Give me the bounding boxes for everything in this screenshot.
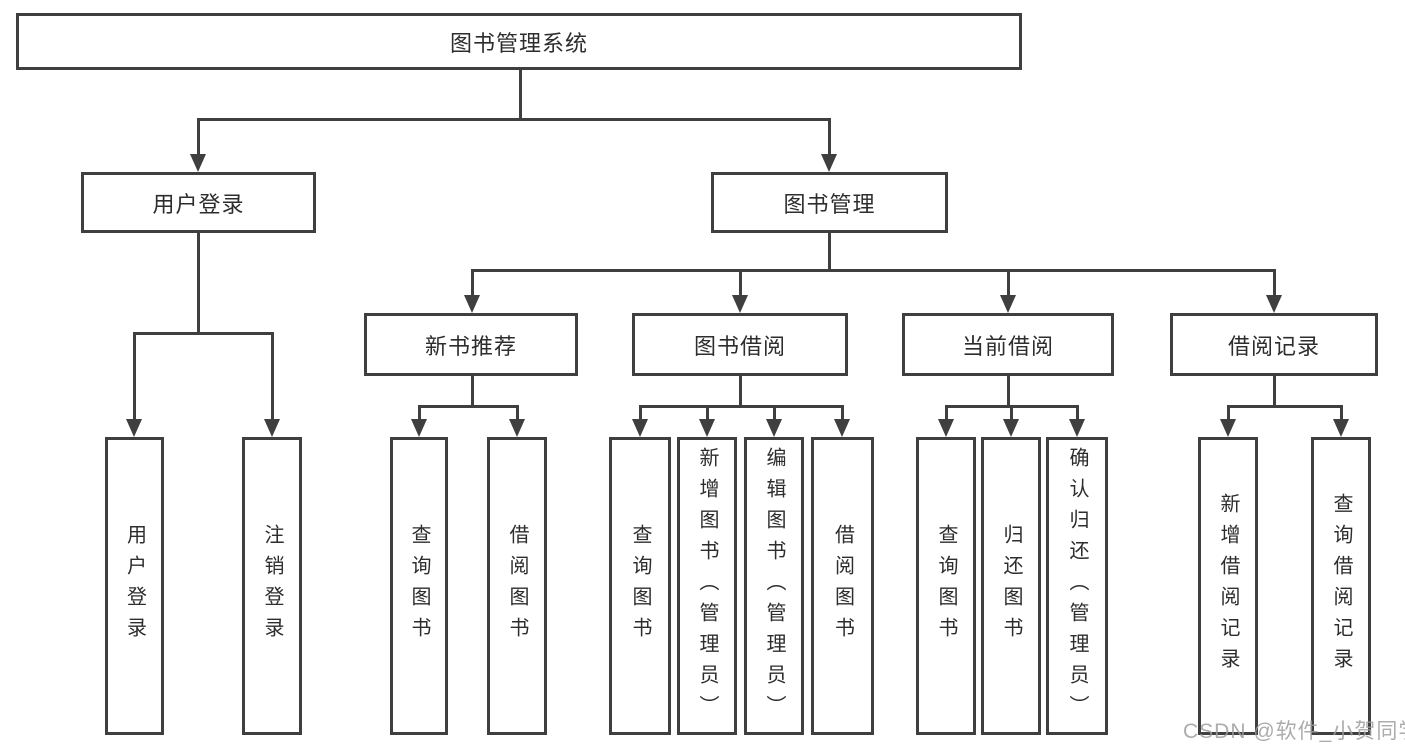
connector-line <box>197 118 200 156</box>
connector-line <box>418 405 421 420</box>
connector-line <box>828 118 831 156</box>
connector-line <box>1010 405 1013 420</box>
connector-line <box>1076 405 1079 420</box>
node-new-book-recommendation-label: 新书推荐 <box>424 333 517 359</box>
leaf-edit-book-admin-label: 编辑图书（管理员） <box>763 446 785 726</box>
leaf-logout: 注销登录 <box>242 437 302 735</box>
node-borrowing-records-label: 借阅记录 <box>1227 333 1320 359</box>
connector-line <box>1273 376 1276 407</box>
connector-line <box>519 70 522 120</box>
node-current-borrowing: 当前借阅 <box>902 313 1114 376</box>
leaf-query-borrow-record-label: 查询借阅记录 <box>1330 493 1352 679</box>
leaf-return-books-label: 归还图书 <box>1000 524 1022 648</box>
leaf-borrow-books-borrowing: 借阅图书 <box>811 437 874 735</box>
connector-line <box>639 405 844 408</box>
arrowhead-down-icon <box>1003 419 1019 437</box>
connector-line <box>841 405 844 420</box>
leaf-logout-label: 注销登录 <box>261 524 283 648</box>
connector-line <box>739 269 742 297</box>
leaf-query-borrow-record: 查询借阅记录 <box>1311 437 1371 735</box>
connector-line <box>945 405 948 420</box>
connector-line <box>1007 269 1010 297</box>
connector-line <box>516 405 519 420</box>
arrowhead-down-icon <box>1069 419 1085 437</box>
node-current-borrowing-label: 当前借阅 <box>961 333 1054 359</box>
leaf-query-books-current: 查询图书 <box>916 437 976 735</box>
arrowhead-down-icon <box>1000 295 1016 313</box>
leaf-add-book-admin-label: 新增图书（管理员） <box>696 446 718 726</box>
connector-line <box>1340 405 1343 420</box>
connector-line <box>418 405 519 408</box>
leaf-add-book-admin: 新增图书（管理员） <box>677 437 737 735</box>
node-book-management: 图书管理 <box>711 172 948 233</box>
node-root-label: 图书管理系统 <box>449 30 588 56</box>
leaf-return-books: 归还图书 <box>981 437 1041 735</box>
connector-line <box>133 332 136 420</box>
node-user-login: 用户登录 <box>81 172 316 233</box>
arrowhead-down-icon <box>699 419 715 437</box>
leaf-edit-book-admin: 编辑图书（管理员） <box>744 437 804 735</box>
leaf-query-books-borrowing-label: 查询图书 <box>629 524 651 648</box>
connector-line <box>1227 405 1230 420</box>
arrowhead-down-icon <box>834 419 850 437</box>
connector-line <box>739 376 742 407</box>
leaf-borrow-books-borrowing-label: 借阅图书 <box>831 524 854 648</box>
arrowhead-down-icon <box>126 419 142 437</box>
connector-line <box>133 332 274 335</box>
arrowhead-down-icon <box>264 419 280 437</box>
node-book-borrowing: 图书借阅 <box>632 313 848 376</box>
arrowhead-down-icon <box>821 154 837 172</box>
connector-line <box>1227 405 1343 408</box>
arrowhead-down-icon <box>464 295 480 313</box>
connector-line <box>1007 376 1010 407</box>
node-book-borrowing-label: 图书借阅 <box>693 333 786 359</box>
leaf-query-books-recommend-label: 查询图书 <box>408 524 430 648</box>
connector-line <box>471 376 474 407</box>
arrowhead-down-icon <box>632 419 648 437</box>
leaf-borrow-books-recommend: 借阅图书 <box>487 437 547 735</box>
arrowhead-down-icon <box>509 419 525 437</box>
arrowhead-down-icon <box>938 419 954 437</box>
connector-line <box>706 405 709 420</box>
node-user-login-label: 用户登录 <box>152 191 245 217</box>
leaf-add-borrow-record: 新增借阅记录 <box>1198 437 1258 735</box>
arrowhead-down-icon <box>1266 295 1282 313</box>
leaf-user-login: 用户登录 <box>105 437 164 735</box>
leaf-query-books-recommend: 查询图书 <box>390 437 448 735</box>
arrowhead-down-icon <box>1333 419 1349 437</box>
node-root: 图书管理系统 <box>16 13 1022 70</box>
leaf-borrow-books-recommend-label: 借阅图书 <box>506 524 528 648</box>
connector-line <box>471 269 1276 272</box>
connector-line <box>197 233 200 334</box>
connector-line <box>639 405 642 420</box>
csdn-watermark: CSDN @软件_小贺同学 <box>1183 720 1405 743</box>
leaf-query-books-borrowing: 查询图书 <box>609 437 671 735</box>
node-book-management-label: 图书管理 <box>783 191 876 217</box>
node-borrowing-records: 借阅记录 <box>1170 313 1378 376</box>
connector-line <box>471 269 474 297</box>
arrowhead-down-icon <box>411 419 427 437</box>
leaf-query-books-current-label: 查询图书 <box>935 524 957 648</box>
leaf-confirm-return-admin-label: 确认归还（管理员） <box>1066 446 1088 726</box>
leaf-add-borrow-record-label: 新增借阅记录 <box>1217 493 1239 679</box>
arrowhead-down-icon <box>732 295 748 313</box>
connector-line <box>1273 269 1276 297</box>
connector-line <box>197 118 831 121</box>
connector-line <box>773 405 776 420</box>
arrowhead-down-icon <box>1220 419 1236 437</box>
connector-line <box>271 332 274 420</box>
arrowhead-down-icon <box>190 154 206 172</box>
connector-line <box>828 233 831 271</box>
arrowhead-down-icon <box>766 419 782 437</box>
leaf-user-login-label: 用户登录 <box>123 524 146 648</box>
node-new-book-recommendation: 新书推荐 <box>364 313 578 376</box>
leaf-confirm-return-admin: 确认归还（管理员） <box>1046 437 1108 735</box>
